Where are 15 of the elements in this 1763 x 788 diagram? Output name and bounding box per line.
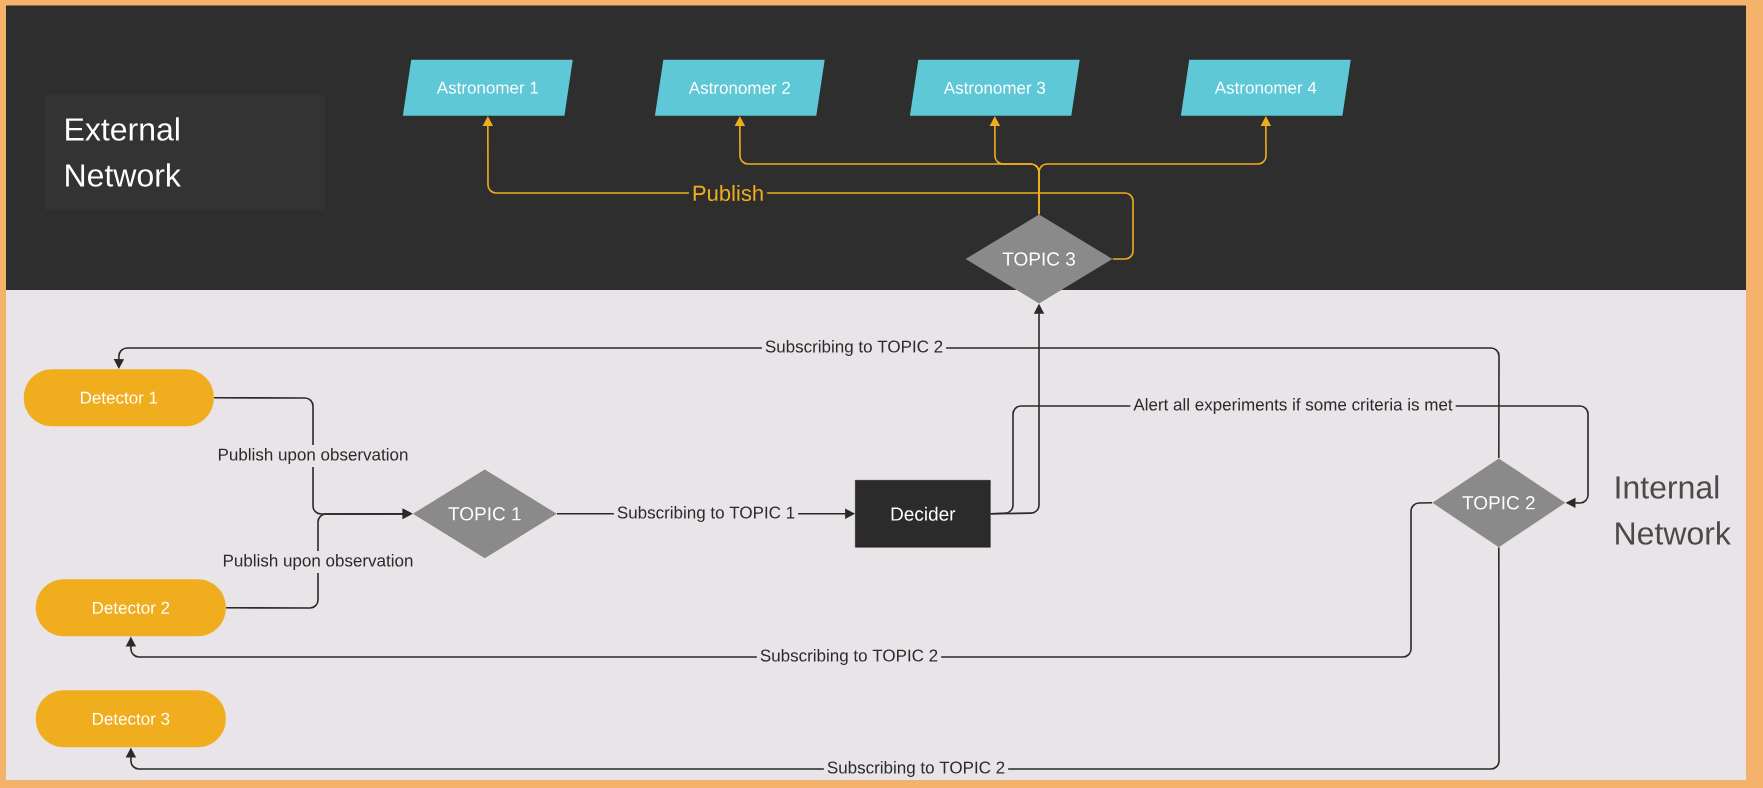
- edge-label: Subscribing to TOPIC 1: [613, 503, 799, 525]
- edge-label: Publish upon observation: [219, 551, 417, 573]
- parallelogram-box: Astronomer 2: [654, 59, 825, 116]
- detector-pill: Detector 1: [23, 369, 214, 427]
- detector-pill: Detector 3: [35, 690, 226, 748]
- parallelogram-box: Astronomer 4: [1180, 59, 1351, 116]
- edge-label: Publish upon observation: [214, 445, 412, 467]
- edge-label: Subscribing to TOPIC 2: [756, 646, 942, 668]
- edge-label: Subscribing to TOPIC 2: [823, 758, 1009, 780]
- parallelogram-box: Astronomer 1: [402, 59, 573, 116]
- process-box: Decider: [855, 480, 991, 548]
- detector-pill: Detector 2: [35, 579, 226, 637]
- parallelogram-box: Astronomer 3: [909, 59, 1080, 116]
- edge-label: Alert all experiments if some criteria is met: [1130, 395, 1456, 417]
- edge-label: Subscribing to TOPIC 2: [761, 337, 947, 359]
